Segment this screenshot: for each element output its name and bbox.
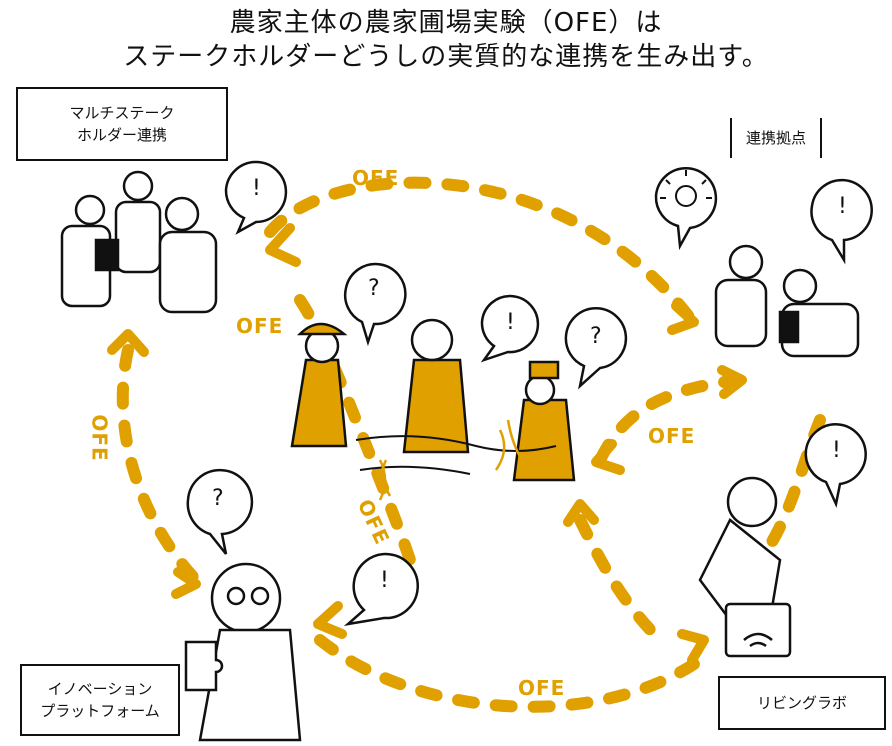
innovation-label-1: イノベーション (47, 680, 153, 698)
multi-stakeholder-label-2: ホルダー連携 (76, 126, 167, 144)
speech-bubble-2 (343, 262, 407, 347)
speech-bubble-4 (564, 307, 628, 390)
plant-root (378, 459, 392, 501)
speech-bubble-1 (224, 160, 288, 235)
farmer-body (512, 398, 576, 482)
hub-box: 連携拠点 (730, 118, 822, 158)
innovation-label-2: プラットフォーム (40, 702, 160, 720)
arrowhead-left-up (107, 329, 149, 357)
title-line-1: 農家主体の農家圃場実験（OFE）は (229, 8, 663, 38)
idea-bulb-icon (675, 185, 697, 207)
ofe-label-right-middle: OFE (648, 424, 696, 448)
bubble-mark-4: ? (590, 324, 603, 349)
person-head (782, 268, 818, 304)
glasses-icon (226, 586, 246, 606)
plant-root (494, 419, 524, 471)
person-head (210, 562, 282, 634)
wifi-icon (743, 632, 773, 648)
ofe-label-top: OFE (352, 166, 400, 190)
bubble-mark-1: ! (252, 176, 262, 201)
multi-stakeholder-label-1: マルチステーク (69, 104, 175, 122)
arrowhead-right-mid (717, 365, 747, 399)
loop-right-arc (594, 374, 746, 466)
loop-top-arc (264, 176, 696, 324)
living-lab-box: リビングラボ (718, 676, 886, 730)
bubble-mark-9: ! (380, 568, 390, 593)
person-head (726, 476, 778, 528)
speech-bubble-7 (804, 423, 867, 509)
person-head (122, 170, 154, 202)
arrowhead-center-right (591, 439, 625, 475)
farmer-hat (528, 360, 560, 380)
loop-left-arc (116, 344, 202, 586)
farmer-head (524, 374, 556, 406)
soil-line (359, 465, 471, 475)
farmer-head (410, 318, 454, 362)
loop-bottom-arc (314, 634, 706, 713)
arrowhead-top-left (265, 223, 301, 267)
clipboard-icon (778, 310, 800, 344)
briefcase-icon (724, 602, 792, 658)
farmer-hat (296, 322, 348, 336)
speech-bubble-3 (480, 294, 540, 363)
glasses-icon (250, 586, 270, 606)
bubble-mark-6: ! (838, 194, 848, 219)
soil-line (355, 435, 557, 452)
arrowhead-right-top (667, 301, 699, 335)
person-body (158, 230, 218, 314)
arrowhead-bottom-left (313, 601, 347, 639)
ofe-label-left-side: OFE (87, 414, 112, 462)
clipboard-icon (94, 238, 120, 272)
person-head (74, 194, 106, 226)
speech-bubble-5 (654, 167, 718, 251)
arrowhead-bottom-right (677, 629, 709, 665)
innovation-platform-box: イノベーション プラットフォーム (20, 664, 180, 736)
farmer-body (402, 358, 470, 454)
arrowhead-left-bottom (171, 567, 201, 599)
multi-stakeholder-box: マルチステーク ホルダー連携 (16, 87, 228, 161)
bubble-mark-8: ? (212, 486, 225, 511)
ofe-label-left-upper: OFE (236, 314, 284, 338)
arrowhead-center-up (563, 499, 599, 527)
bubble-mark-2: ? (368, 276, 381, 301)
title-line-2: ステークホルダーどうしの実質的な連携を生み出す。 (123, 42, 769, 72)
person-head (728, 244, 764, 280)
ofe-label-bottom: OFE (518, 676, 566, 700)
hub-label: 連携拠点 (745, 129, 806, 147)
loop-center-lower (574, 514, 666, 646)
living-lab-label: リビングラボ (756, 694, 847, 712)
speech-bubble-6 (810, 178, 873, 265)
puzzle-piece-icon (184, 640, 224, 692)
speech-bubble-9 (343, 552, 419, 626)
bubble-mark-3: ! (506, 310, 516, 335)
person-body (714, 278, 768, 348)
farmer-body (290, 358, 348, 448)
person-body (114, 200, 162, 274)
person-body (198, 628, 302, 742)
person-head (164, 196, 200, 232)
bubble-mark-7: ! (832, 438, 842, 463)
speech-bubble-8 (186, 468, 254, 555)
